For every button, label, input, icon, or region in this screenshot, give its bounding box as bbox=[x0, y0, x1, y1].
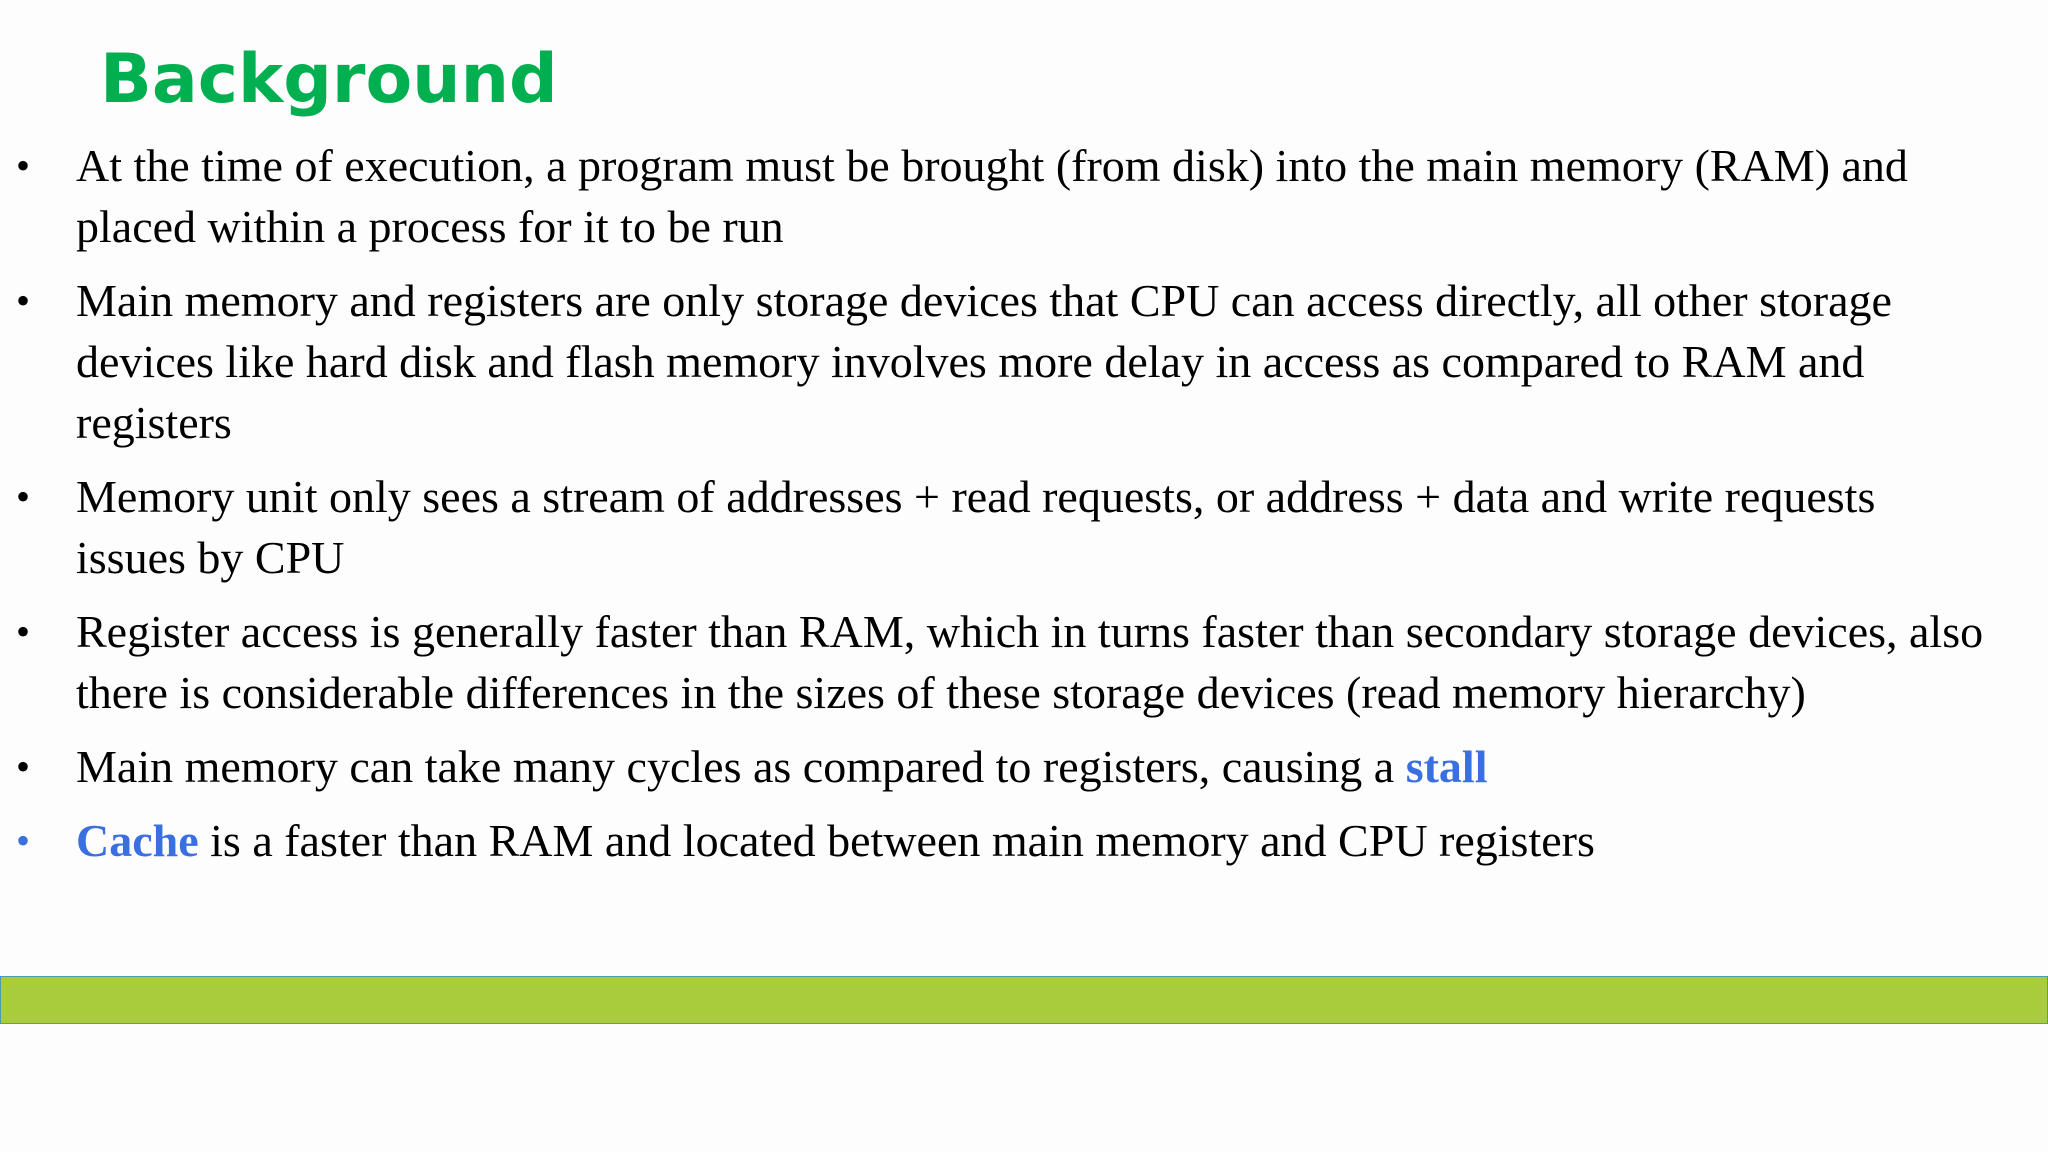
keyword-cache: Cache bbox=[76, 815, 199, 866]
keyword-stall: stall bbox=[1405, 741, 1488, 792]
slide-title: Background bbox=[100, 40, 558, 119]
footer-bar bbox=[0, 976, 2048, 1024]
bullet-text: Memory unit only sees a stream of addres… bbox=[76, 471, 1876, 583]
bullet-item: • Main memory and registers are only sto… bbox=[0, 270, 1990, 453]
bullet-dot-icon: • bbox=[16, 609, 31, 654]
bullet-text: At the time of execution, a program must… bbox=[76, 140, 1908, 252]
bullet-list: • At the time of execution, a program mu… bbox=[0, 135, 1990, 884]
bullet-item: • Main memory can take many cycles as co… bbox=[0, 736, 1990, 797]
bullet-text: Main memory can take many cycles as comp… bbox=[76, 741, 1406, 792]
bullet-item: • Cache is a faster than RAM and located… bbox=[0, 810, 1990, 871]
bullet-text: Main memory and registers are only stora… bbox=[76, 275, 1892, 448]
bullet-item: • Memory unit only sees a stream of addr… bbox=[0, 466, 1990, 588]
bullet-dot-icon: • bbox=[16, 818, 31, 863]
bullet-dot-icon: • bbox=[16, 744, 31, 789]
bullet-item: • Register access is generally faster th… bbox=[0, 601, 1990, 723]
bullet-dot-icon: • bbox=[16, 474, 31, 519]
bullet-dot-icon: • bbox=[16, 143, 31, 188]
bullet-dot-icon: • bbox=[16, 278, 31, 323]
bullet-text: is a faster than RAM and located between… bbox=[198, 815, 1595, 866]
bullet-text: Register access is generally faster than… bbox=[76, 606, 1984, 718]
bullet-item: • At the time of execution, a program mu… bbox=[0, 135, 1990, 257]
